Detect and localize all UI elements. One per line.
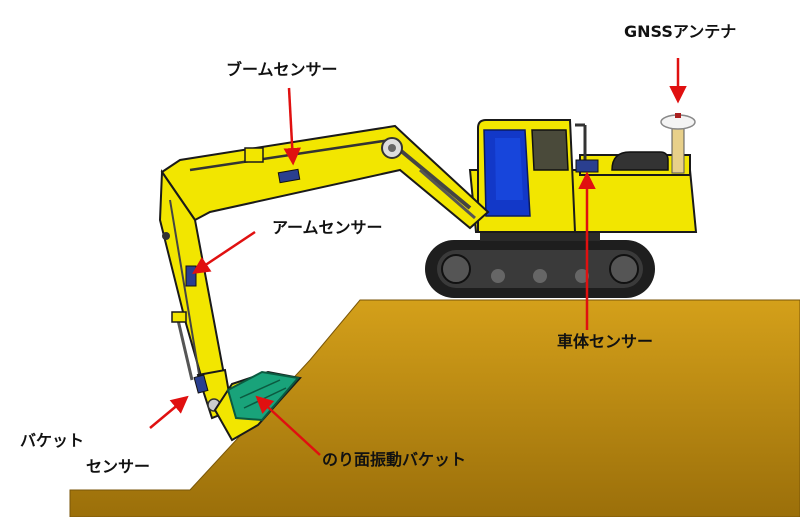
label-arm-sensor: アームセンサー — [272, 218, 383, 237]
ground-slope — [69, 299, 800, 517]
arrow-boom-sensor — [283, 87, 301, 166]
label-gnss-antenna: GNSSアンテナ — [624, 22, 737, 41]
cab — [477, 119, 577, 233]
gnss-antenna — [660, 113, 696, 174]
arm-sensor-mark — [185, 265, 197, 287]
boom — [160, 124, 490, 230]
label-bucket-sensor-line2: センサー — [86, 457, 151, 476]
body-sensor-mark — [575, 159, 599, 173]
bucket-sensor-mark — [193, 374, 209, 394]
label-boom-sensor: ブームセンサー — [226, 60, 338, 79]
label-bucket-sensor-line1: バケット — [20, 431, 85, 450]
label-vibrating-bucket: のり面振動バケット — [322, 450, 467, 469]
arrow-vibrating-bucket — [255, 395, 321, 456]
annotation-arrows — [149, 58, 687, 456]
arrow-arm-sensor — [192, 230, 256, 274]
crawler-track — [425, 231, 655, 298]
label-body-sensor: 車体センサー — [557, 332, 654, 351]
boom-sensor-mark — [277, 168, 301, 184]
arrow-bucket-sensor — [149, 395, 189, 429]
